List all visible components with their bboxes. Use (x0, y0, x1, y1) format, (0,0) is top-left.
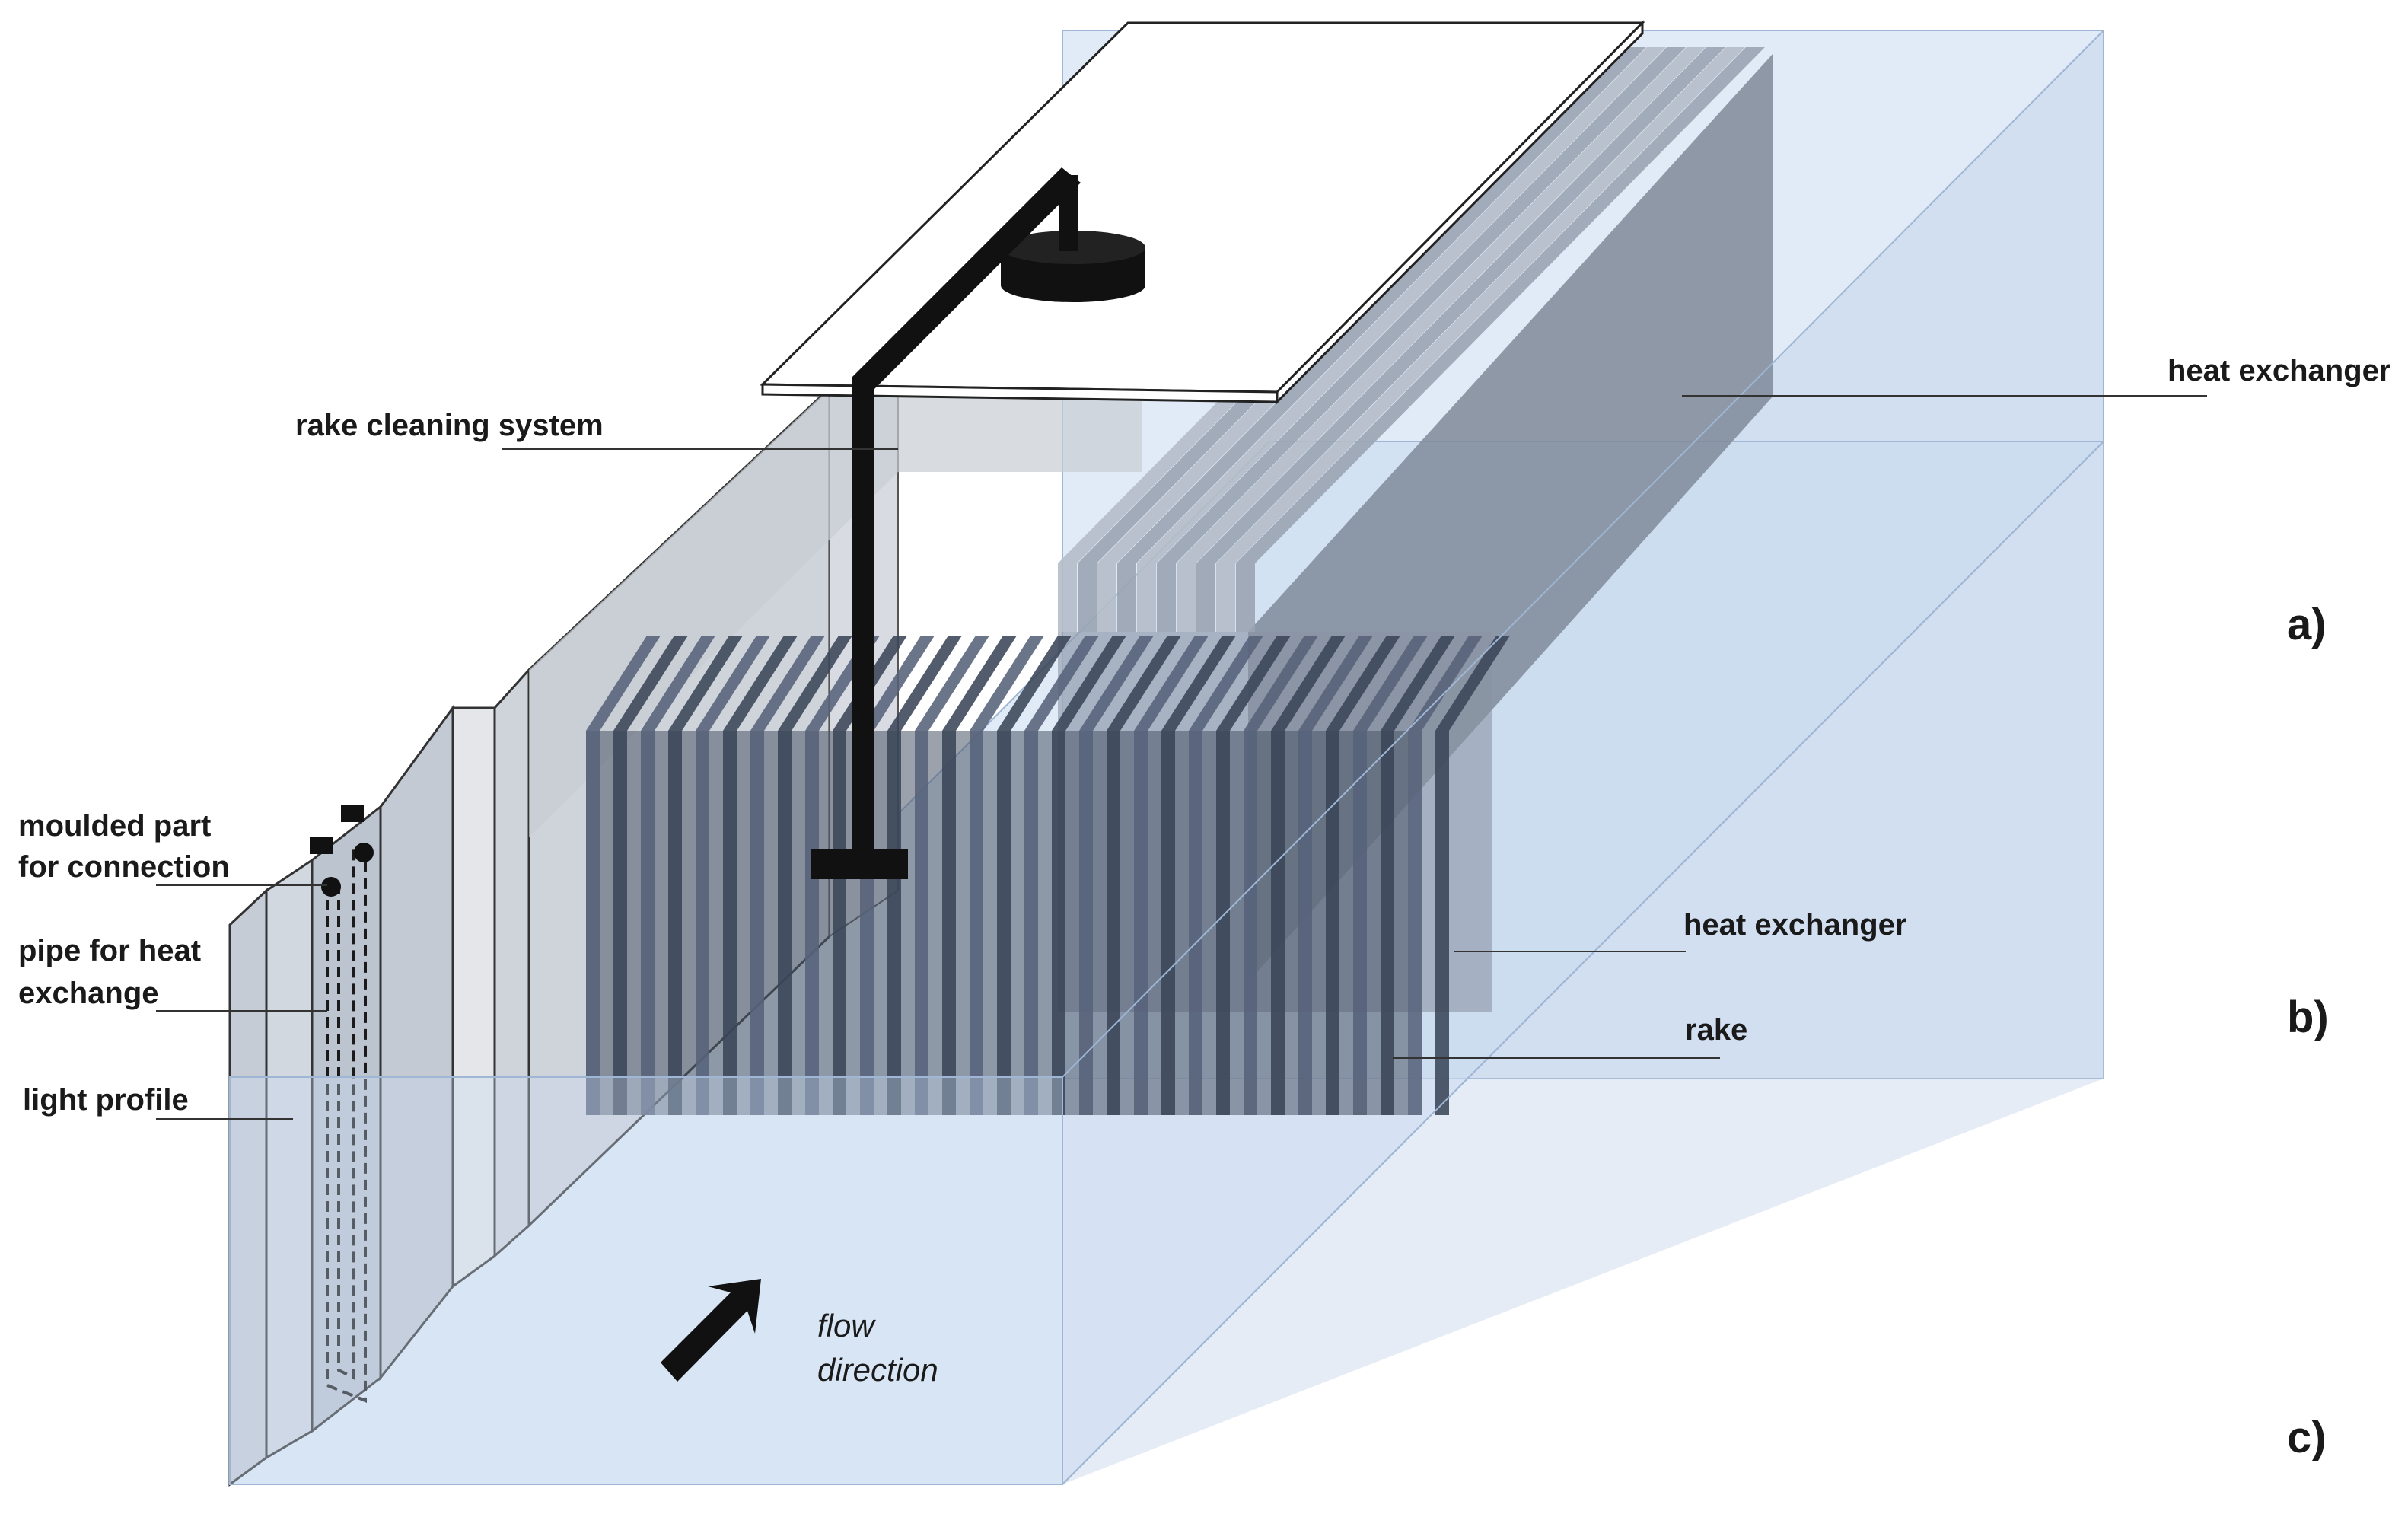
rake-fin (723, 636, 798, 1115)
part-label-a: a) (2287, 600, 2327, 649)
rake-fin (778, 636, 852, 1115)
label-moulded-part-line1: moulded part (18, 809, 211, 843)
rake-fin (805, 636, 880, 1115)
rake-fin (833, 636, 907, 1115)
heat-exchange-pipe (310, 805, 374, 1403)
label-pipe-line2: exchange (18, 977, 159, 1010)
rake-fin (696, 636, 770, 1115)
rake-fin (1161, 636, 1236, 1115)
part-label-b: b) (2287, 993, 2329, 1042)
rake-fin (1298, 636, 1373, 1115)
rake-fin (997, 636, 1072, 1115)
rake-fin (586, 636, 661, 1115)
labels: heat exchanger rake cleaning system moul… (18, 354, 2390, 1462)
rake-fin (970, 636, 1044, 1115)
rake-fin (942, 636, 1017, 1115)
rake-cleaning-arm (811, 167, 1145, 879)
rake-fin (1052, 636, 1126, 1115)
label-light-profile: light profile (23, 1083, 189, 1117)
label-moulded-part-line2: for connection (18, 850, 230, 884)
label-pipe-line1: pipe for heat (18, 934, 201, 967)
rake-fin (1435, 636, 1510, 1115)
rake-fin (613, 636, 688, 1115)
rake-fin (1271, 636, 1346, 1115)
rake-fin (1244, 636, 1318, 1115)
rake-fin (860, 636, 935, 1115)
rake-fin (1079, 636, 1154, 1115)
rake-fin (668, 636, 743, 1115)
rake-fin (1216, 636, 1291, 1115)
rake-fin (641, 636, 715, 1115)
leader-lines (156, 395, 2207, 1120)
rake-fin (1408, 636, 1483, 1115)
label-flow-line2: direction (817, 1352, 938, 1388)
label-rake-cleaning-system: rake cleaning system (295, 409, 604, 442)
heat-exchanger-mid (586, 632, 1510, 1115)
rake-fin (1353, 636, 1428, 1115)
part-label-c: c) (2287, 1413, 2327, 1462)
flow-arrow-icon (661, 1279, 761, 1382)
rake-fin (1024, 636, 1099, 1115)
rake-fin (1134, 636, 1209, 1115)
rake-fin (1326, 636, 1400, 1115)
label-heat-exchanger-top: heat exchanger (2168, 354, 2390, 387)
rake-fins (586, 636, 1510, 1115)
label-flow-line1: flow (817, 1308, 876, 1343)
label-heat-exchanger-mid: heat exchanger (1683, 908, 1906, 942)
rake-fin (1381, 636, 1455, 1115)
top-plate (760, 20, 1645, 405)
rake-fin (1189, 636, 1263, 1115)
rake-fin (1107, 636, 1181, 1115)
rake-fin (750, 636, 825, 1115)
label-rake: rake (1685, 1013, 1747, 1047)
rake-fin (887, 636, 962, 1115)
channel-front (229, 30, 2104, 1485)
rake-fin (915, 636, 989, 1115)
